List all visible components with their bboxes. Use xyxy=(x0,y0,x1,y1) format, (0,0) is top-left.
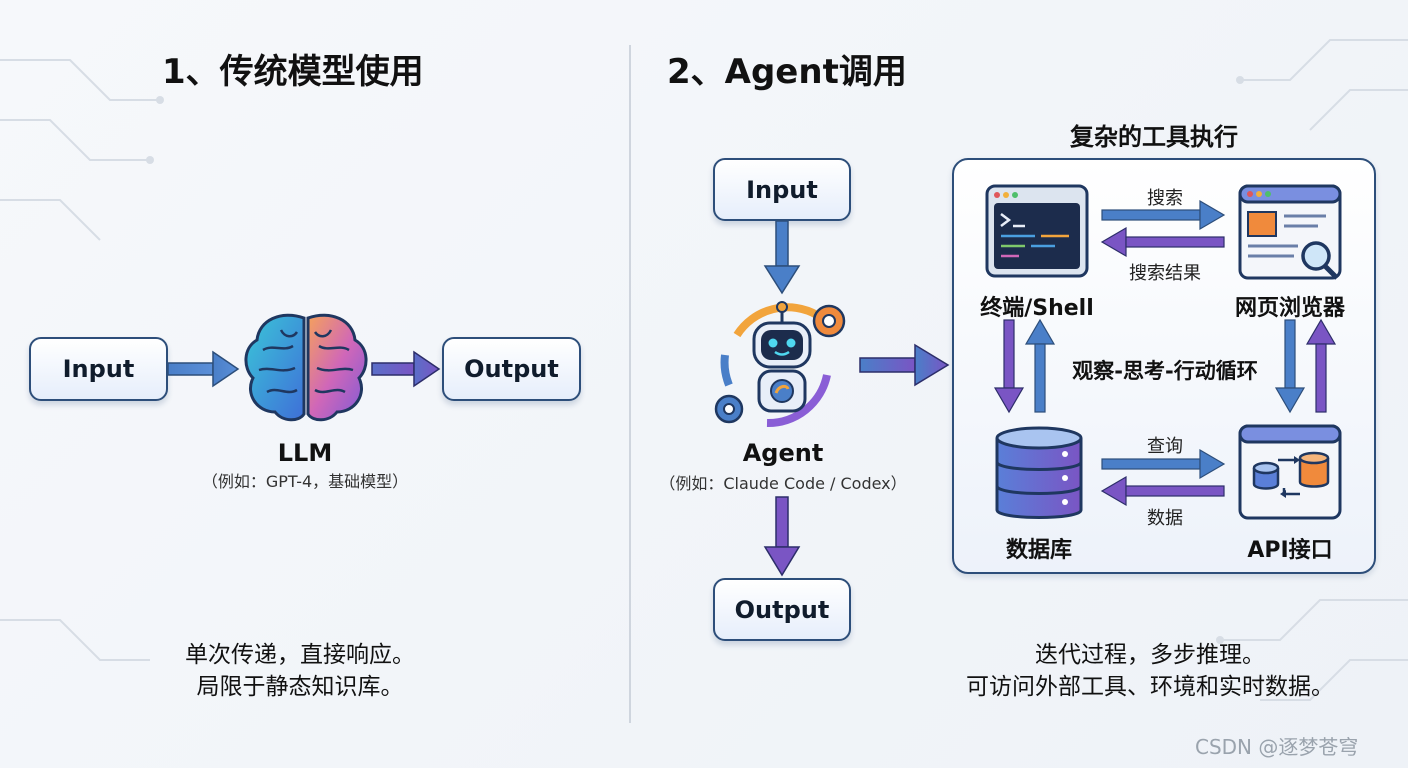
llm-note: （例如：GPT-4，基础模型） xyxy=(201,472,409,491)
arrow-terminal-to-database xyxy=(993,319,1025,414)
watermark: CSDN @逐梦苍穹 xyxy=(1195,735,1359,759)
query-label: 查询 xyxy=(1147,436,1183,457)
left-input-label: Input xyxy=(62,355,135,383)
arrow-query xyxy=(1101,448,1226,480)
left-input-box: Input xyxy=(29,337,168,401)
left-caption: 单次传递，直接响应。 局限于静态知识库。 xyxy=(130,639,470,703)
left-arrow-input-to-llm xyxy=(167,350,240,388)
left-caption-line2: 局限于静态知识库。 xyxy=(196,674,404,700)
right-output-box: Output xyxy=(713,578,851,641)
right-section-title: 2、Agent调用 xyxy=(667,52,907,92)
tools-title: 复杂的工具执行 xyxy=(1070,123,1238,151)
arrow-search xyxy=(1101,199,1226,231)
search-label: 搜索 xyxy=(1147,188,1183,209)
llm-label: LLM xyxy=(277,439,333,467)
section-divider xyxy=(629,45,631,723)
database-label: 数据库 xyxy=(1005,538,1072,563)
arrow-data xyxy=(1100,475,1225,507)
arrow-database-to-terminal xyxy=(1024,318,1056,413)
right-caption: 迭代过程，多步推理。 可访问外部工具、环境和实时数据。 xyxy=(930,639,1370,703)
browser-icon xyxy=(1238,184,1342,280)
left-caption-line1: 单次传递，直接响应。 xyxy=(185,642,415,668)
brain-icon xyxy=(244,313,368,422)
terminal-label: 终端/Shell xyxy=(980,296,1094,321)
agent-note: （例如：Claude Code / Codex） xyxy=(659,474,907,493)
right-input-label: Input xyxy=(746,175,818,204)
api-label: API接口 xyxy=(1247,538,1333,563)
terminal-icon xyxy=(985,184,1089,278)
right-arrow-agent-to-output xyxy=(763,496,801,577)
browser-label: 网页浏览器 xyxy=(1234,296,1345,321)
right-arrow-input-to-agent xyxy=(763,220,801,295)
left-arrow-llm-to-output xyxy=(371,350,441,388)
arrow-browser-to-api xyxy=(1274,319,1306,414)
agent-label: Agent xyxy=(742,439,824,467)
api-icon xyxy=(1238,424,1342,520)
loop-label: 观察-思考-行动循环 xyxy=(1072,359,1258,383)
search-result-label: 搜索结果 xyxy=(1129,263,1201,284)
data-label: 数据 xyxy=(1147,508,1183,529)
database-icon xyxy=(995,426,1083,519)
right-output-label: Output xyxy=(734,595,830,624)
left-section-title: 1、传统模型使用 xyxy=(162,52,424,92)
arrow-api-to-browser xyxy=(1305,318,1337,413)
arrow-agent-to-tools xyxy=(859,343,950,387)
left-output-label: Output xyxy=(464,355,559,383)
agent-robot-icon xyxy=(714,301,846,428)
left-output-box: Output xyxy=(442,337,581,401)
right-input-box: Input xyxy=(713,158,851,221)
right-caption-line2: 可访问外部工具、环境和实时数据。 xyxy=(966,674,1334,700)
right-caption-line1: 迭代过程，多步推理。 xyxy=(1035,642,1265,668)
arrow-search-result xyxy=(1100,226,1225,258)
